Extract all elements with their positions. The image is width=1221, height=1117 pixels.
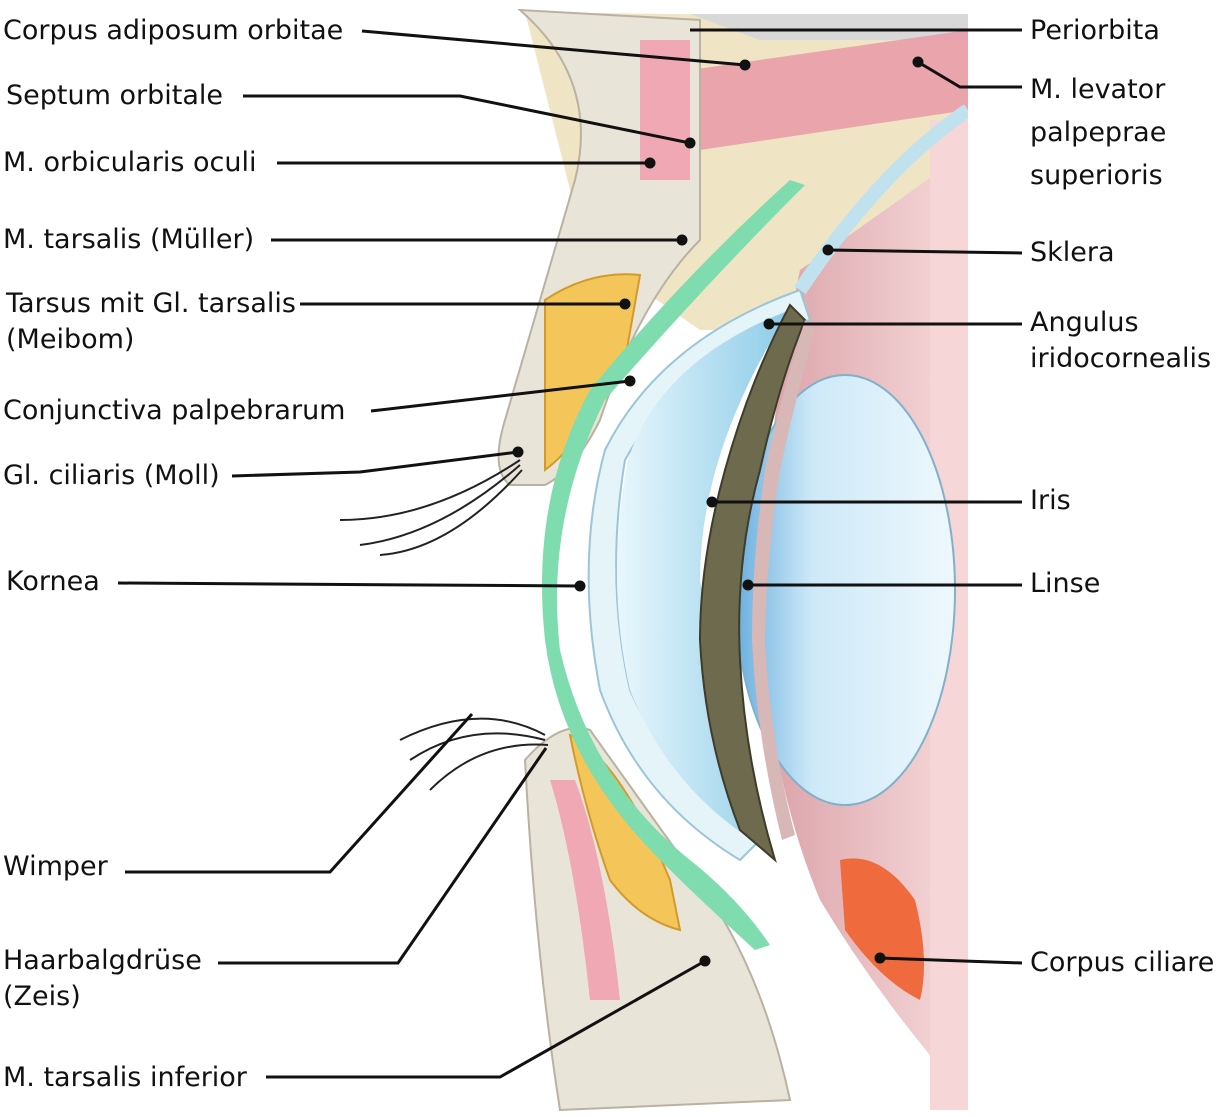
label-periorbita: Periorbita (1030, 15, 1160, 46)
leader-wimper (125, 712, 474, 874)
label-sklera: Sklera (1030, 237, 1115, 268)
label-orbicularis-oculi: M. orbicularis oculi (3, 147, 257, 178)
leader-lines (117, 28, 1023, 1079)
anterior-chamber (616, 310, 790, 845)
leader-gl-ciliaris (231, 450, 519, 478)
leader-haarbalgdruese (218, 747, 548, 965)
label-tarsalis-mueller: M. tarsalis (Müller) (3, 224, 255, 255)
iris (698, 303, 807, 863)
label-linse: Linse (1030, 568, 1101, 599)
ciliary-body (840, 858, 924, 1000)
label-haarbalgdruese-zeis: Haarbalgdrüse (Zeis) (3, 945, 202, 1012)
label-conjunctiva-palpebrarum: Conjunctiva palpebrarum (3, 395, 346, 426)
leader-septum-orbitale (243, 94, 691, 145)
label-corpus-adiposum: Corpus adiposum orbitae (3, 15, 344, 46)
label-septum-orbitale: Septum orbitale (6, 80, 223, 111)
leader-corpus-adiposum (361, 29, 746, 67)
leader-tarsalis-inferior (266, 959, 706, 1079)
label-iris: Iris (1030, 485, 1071, 516)
lower-tarsus (568, 733, 682, 932)
levator-muscle (690, 30, 968, 150)
label-gl-ciliaris-moll: Gl. ciliaris (Moll) (3, 460, 220, 491)
leader-levator (917, 60, 1022, 89)
conjunctiva-band (542, 180, 805, 950)
label-kornea: Kornea (6, 566, 100, 597)
leader-corpus-ciliare (879, 956, 1023, 965)
right-crop-edge (968, 0, 1221, 1117)
sclera-outline (794, 104, 972, 294)
leader-conjunctiva (370, 379, 631, 413)
label-wimper: Wimper (3, 851, 108, 882)
cornea (587, 288, 812, 862)
upper-orbicularis (640, 40, 690, 180)
periorbita-bone (690, 14, 968, 40)
label-corpus-ciliare: Corpus ciliare (1030, 947, 1215, 978)
eyelashes (339, 459, 549, 791)
label-tarsalis-inferior: M. tarsalis inferior (3, 1062, 247, 1093)
label-tarsus-meibom: Tarsus mit Gl. tarsalis (Meibom) (6, 288, 296, 355)
leader-kornea (117, 581, 581, 588)
lower-orbicularis (550, 780, 620, 1000)
label-angulus-iridocornealis: Angulus iridocornealis (1030, 307, 1212, 374)
anatomy-illustration (339, 0, 1221, 1117)
iris-pigment (752, 320, 815, 840)
leader-sklera (827, 248, 1023, 255)
label-levator-palpebrae: M. levator palpeprae superioris (1030, 74, 1167, 191)
